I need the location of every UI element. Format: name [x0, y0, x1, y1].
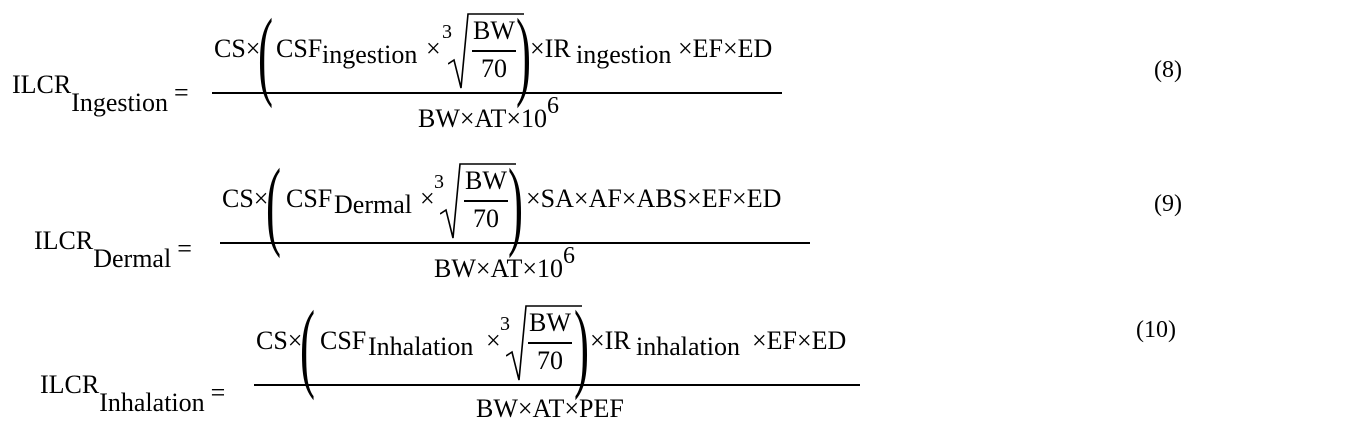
equals-sign: =: [177, 234, 192, 263]
numerator-prefix: CS×: [214, 34, 261, 63]
equation-number: (10): [1136, 317, 1176, 343]
numerator-post-subscript: ingestion: [576, 40, 672, 69]
equation-number: (9): [1154, 191, 1182, 217]
left-paren: (: [300, 290, 315, 401]
lhs: ILCRInhalation=: [40, 370, 225, 416]
times-sign: ×: [426, 34, 441, 63]
root-denominator: 70: [537, 346, 563, 375]
equation-number: (8): [1154, 57, 1182, 83]
right-paren: ): [574, 290, 589, 401]
numerator-post-b: ×EF×ED: [752, 326, 847, 355]
root-fraction-bar: [528, 342, 572, 344]
numerator-post-subscript: inhalation: [636, 332, 740, 361]
lhs: ILCRIngestion=: [12, 70, 189, 116]
fraction-bar: [212, 92, 782, 94]
denominator-main: BW×AT×PEF: [476, 394, 624, 423]
radical-sign: [448, 13, 524, 89]
root-denominator: 70: [481, 54, 507, 83]
denominator-exponent: 6: [562, 243, 575, 269]
root-index: 3: [442, 21, 452, 43]
denominator-exponent: 6: [546, 93, 559, 119]
radical-sign: [506, 305, 582, 381]
radical-sign: [440, 163, 516, 239]
numerator-prefix: CS×: [222, 184, 269, 213]
lhs-main: ILCR: [34, 226, 94, 255]
times-sign: ×: [486, 326, 501, 355]
right-paren: ): [508, 148, 523, 259]
root-fraction-bar: [472, 50, 516, 52]
equation-9: ILCRDermal= CS× ( CSF Dermal × 3 BW 70 )…: [34, 148, 1182, 283]
csf-main: CSF: [320, 326, 367, 355]
right-paren: ): [516, 0, 531, 109]
csf-main: CSF: [286, 184, 333, 213]
root-index: 3: [434, 171, 444, 193]
lhs-main: ILCR: [12, 70, 72, 99]
root-denominator: 70: [473, 204, 499, 233]
numerator-post-a: ×IR: [590, 326, 631, 355]
csf-main: CSF: [276, 34, 323, 63]
fraction-bar: [254, 384, 860, 386]
root-numerator: BW: [473, 16, 515, 45]
left-paren: (: [258, 0, 273, 109]
denominator: BW×AT×PEF: [476, 396, 624, 422]
lhs: ILCRDermal=: [34, 226, 192, 272]
denominator-main: BW×AT×10: [434, 254, 563, 283]
lhs-subscript: Ingestion: [71, 88, 168, 117]
numerator-post-a: ×IR: [530, 34, 571, 63]
root-numerator: BW: [529, 308, 571, 337]
numerator-post-b: ×EF×ED: [678, 34, 773, 63]
numerator-prefix: CS×: [256, 326, 303, 355]
csf-subscript: Dermal: [334, 190, 412, 219]
numerator-post-a: ×SA×AF×ABS×EF×ED: [526, 184, 782, 213]
denominator-main: BW×AT×10: [418, 104, 547, 133]
root-fraction-bar: [464, 200, 508, 202]
fraction-bar: [220, 242, 810, 244]
left-paren: (: [266, 148, 281, 259]
root-index: 3: [500, 313, 510, 335]
equals-sign: =: [210, 378, 226, 407]
root-numerator: BW: [465, 166, 507, 195]
lhs-main: ILCR: [40, 370, 100, 399]
denominator: BW×AT×106: [434, 244, 575, 283]
csf-subscript: ingestion: [322, 40, 418, 69]
csf-subscript: Inhalation: [368, 332, 474, 361]
equation-8: ILCRIngestion= CS× ( CSF ingestion × 3 B…: [0, 0, 1362, 140]
denominator: BW×AT×106: [418, 94, 559, 133]
equals-sign: =: [174, 78, 189, 107]
times-sign: ×: [420, 184, 435, 213]
lhs-subscript: Inhalation: [99, 388, 205, 417]
lhs-subscript: Dermal: [93, 244, 172, 273]
